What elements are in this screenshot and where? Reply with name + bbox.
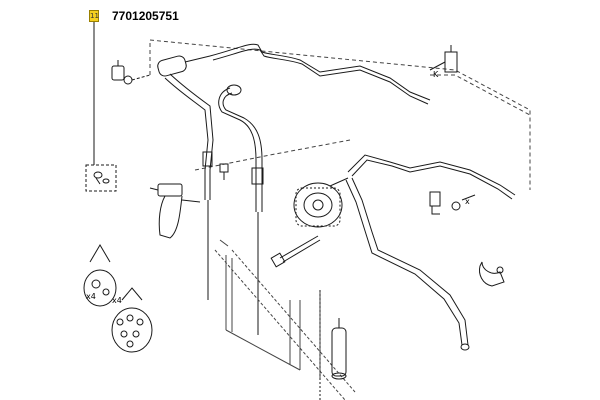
dashed-frame-mid: [194, 139, 351, 171]
quantity-label-b: x4: [112, 296, 122, 305]
connector-block-top-right: [429, 45, 458, 73]
hp-hose-top: [209, 43, 431, 101]
dashed-frame-right: [430, 74, 531, 116]
pipe-b-loop-outer: [222, 92, 263, 212]
lp-pipe-long: [347, 154, 516, 196]
hp-hose-top-parallel: [212, 48, 429, 105]
nut-part: [451, 194, 476, 211]
pipe-clamp-part: [479, 261, 505, 287]
quantity-label-a: x4: [86, 292, 96, 301]
pipe-b-loop: [218, 87, 257, 212]
pipe-b-fitting: [226, 84, 242, 96]
part-number-label: 7701205751: [112, 9, 179, 23]
bolt-part: [270, 235, 321, 268]
lp-pipe-end: [460, 343, 470, 351]
o-ring-bag-b: [111, 287, 153, 353]
lp-pipe-descent: [351, 177, 469, 346]
dehydrator-filter-part: [157, 55, 211, 77]
receiver-drier-bottle: [331, 318, 347, 380]
lp-pipe-long-inner: [351, 159, 513, 200]
callout-badge: 11: [89, 10, 99, 22]
dashed-frame-top: [149, 39, 531, 190]
screw-part-mid: [219, 163, 229, 180]
pipe-a-sleeve: [202, 151, 213, 167]
pipe-a-descending-outer: [169, 73, 214, 200]
pipe-b-sleeve: [251, 167, 264, 185]
letter-x-label: x: [465, 197, 470, 206]
compressor-body: [293, 177, 349, 228]
o-ring-kit-icon: [93, 171, 110, 185]
pressure-switch-part: [111, 60, 151, 85]
lp-pipe-descent-inner: [345, 179, 463, 346]
bracket-clip-part: [429, 191, 441, 215]
condenser-radiator: [214, 239, 356, 400]
letter-k-label: K: [433, 70, 439, 79]
pipe-a-descending: [164, 77, 209, 200]
compressor-fitting-left: [149, 183, 201, 239]
o-ring-bag-a: [83, 244, 117, 307]
kit-box-dashed: [85, 164, 117, 192]
